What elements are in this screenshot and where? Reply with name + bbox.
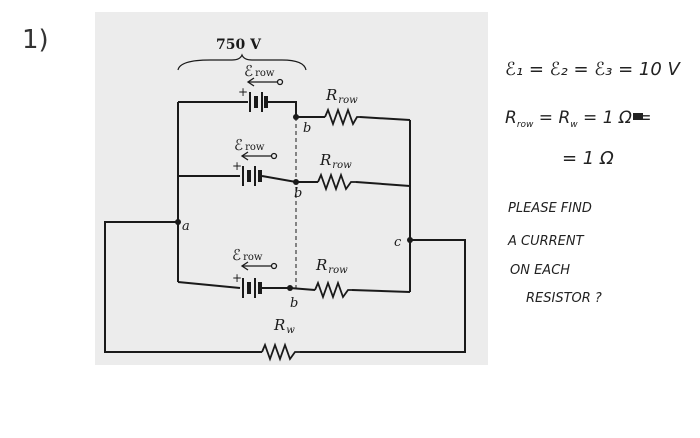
note-resistance: Rrow = Rw = 1 Ω = bbox=[505, 108, 652, 130]
resistor-mid bbox=[317, 172, 356, 192]
note-line-a-current: A CURRENT bbox=[507, 234, 585, 249]
note-line-please-find: PLEASE FIND bbox=[508, 201, 592, 216]
figure-background bbox=[95, 12, 488, 365]
scribble-mark bbox=[633, 113, 643, 120]
question-number: 1) bbox=[22, 25, 49, 55]
junction-dots bbox=[175, 114, 413, 291]
emf-arrows bbox=[240, 77, 284, 271]
battery-bot bbox=[242, 278, 262, 298]
voltage-label: 750 V bbox=[216, 37, 262, 53]
node-b-mid-label: b bbox=[294, 186, 302, 201]
resistor-top bbox=[324, 107, 360, 127]
note-line-on-each: ON EACH bbox=[510, 263, 570, 278]
battery-top bbox=[249, 92, 268, 112]
note-emf-equality: ℰ₁ = ℰ₂ = ℰ₃ = 10 V bbox=[505, 59, 682, 80]
resistor-rw bbox=[261, 342, 300, 362]
rw-label: Rw bbox=[273, 316, 295, 336]
plus-mid: + bbox=[232, 159, 242, 173]
battery-mid bbox=[242, 166, 262, 186]
note-line-resistor: RESISTOR ? bbox=[526, 291, 602, 306]
r-label-bot: Rrow bbox=[315, 256, 348, 276]
node-c-label: c bbox=[394, 235, 402, 250]
r-label-top: Rrow bbox=[325, 86, 358, 106]
handwritten-notes: ℰ₁ = ℰ₂ = ℰ₃ = 10 V Rrow = Rw = 1 Ω = = … bbox=[505, 59, 682, 306]
voltage-brace bbox=[177, 53, 307, 71]
plus-top: + bbox=[238, 85, 248, 99]
resistor-bot bbox=[314, 280, 352, 300]
plus-bot: + bbox=[232, 271, 242, 285]
r-label-mid: Rrow bbox=[319, 151, 352, 171]
circuit-figure: 750 V bbox=[95, 12, 488, 365]
node-b-bot-label: b bbox=[290, 296, 298, 311]
dashed-guides bbox=[104, 117, 466, 342]
node-a-label: a bbox=[182, 219, 190, 234]
note-resistance-value: = 1 Ω bbox=[562, 148, 614, 169]
node-b-top-label: b bbox=[303, 121, 311, 136]
